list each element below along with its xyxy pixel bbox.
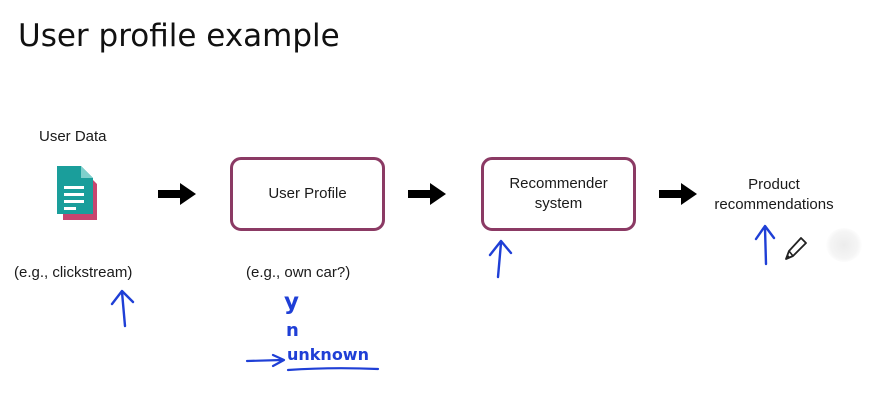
handwritten-up-arrow <box>488 239 513 279</box>
user-data-example: (e.g., clickstream) <box>14 264 133 281</box>
user-profile-box: User Profile <box>230 157 385 231</box>
recommender-system-box: Recommender system <box>481 157 636 231</box>
handwritten-up-arrow <box>754 224 776 266</box>
handwritten-underline <box>286 367 380 372</box>
right-arrow-icon <box>158 183 196 205</box>
right-arrow-icon <box>408 183 446 205</box>
slide-title: User profile example <box>18 18 340 54</box>
recommender-system-label: Recommender system <box>509 175 608 212</box>
user-profile-example: (e.g., own car?) <box>246 264 351 281</box>
handwritten-option-yes: y <box>284 289 299 315</box>
pencil-icon <box>785 237 807 260</box>
user-data-label: User Data <box>39 128 107 145</box>
right-arrow-icon <box>659 183 697 205</box>
user-profile-label: User Profile <box>268 185 347 202</box>
handwritten-up-arrow <box>110 289 135 328</box>
handwritten-option-unknown: unknown <box>287 345 369 364</box>
handwritten-option-no: n <box>286 320 299 341</box>
handwritten-pointer-arrow <box>245 353 286 368</box>
decorative-smudge <box>826 228 862 262</box>
document-icon <box>57 166 97 220</box>
product-recommendations-label: Product recommendations <box>714 176 834 213</box>
